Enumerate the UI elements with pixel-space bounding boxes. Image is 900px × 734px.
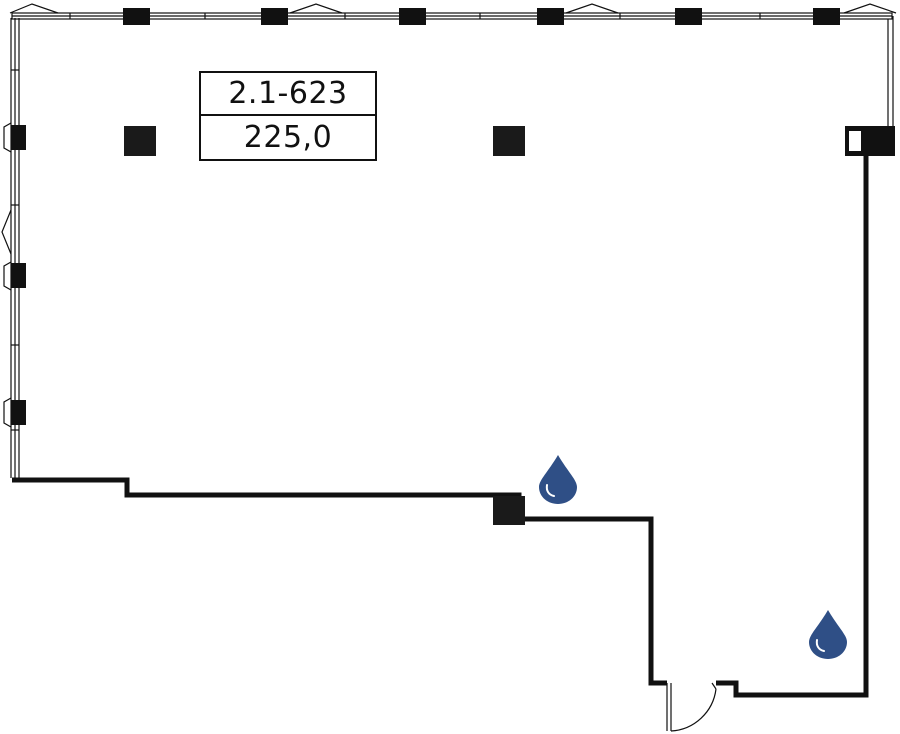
column-icon: [493, 126, 525, 156]
interior-columns: [124, 126, 525, 156]
left-columns: [11, 125, 26, 425]
unit-area: 225,0: [243, 120, 333, 155]
water-drop-icon: [809, 610, 847, 659]
right-column: [845, 126, 895, 156]
top-columns: [123, 8, 840, 25]
top-window-band: [9, 3, 897, 20]
right-upper-wall: [887, 16, 894, 128]
unit-label: 2.1-623 225,0: [199, 71, 377, 161]
column-icon: [124, 126, 156, 156]
unit-number: 2.1-623: [201, 73, 375, 116]
corner-column: [493, 496, 525, 525]
thick-walls: [12, 154, 869, 698]
water-drop-icon: [539, 455, 577, 504]
door-icon: [666, 682, 717, 732]
